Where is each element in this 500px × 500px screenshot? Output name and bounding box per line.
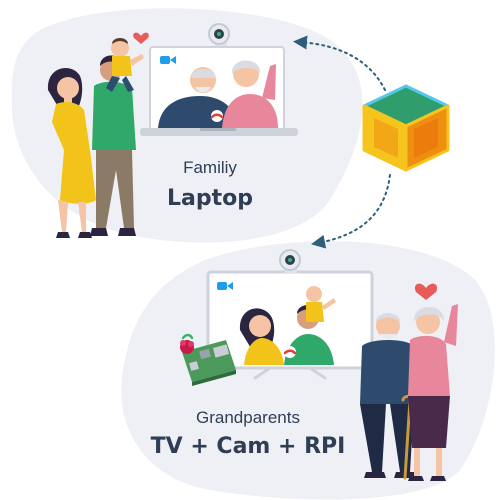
family-device-label: Laptop [167,186,253,211]
grandparents-caption: Grandparents [196,408,300,427]
grandparents-heart-icon [414,283,438,300]
family-caption: Familiy [183,158,237,177]
laptop-screen-grandparents [158,60,278,128]
tv-screen-family [239,286,336,365]
grandfather [360,313,416,480]
grandparents-device-label: TV + Cam + RPI [150,434,346,459]
family-child [106,38,144,92]
arrow-laptop-to-cube [293,35,386,91]
grandmother [408,304,458,481]
heart-icon [133,32,149,44]
family-mother [47,67,96,238]
tv-video-camera-icon [217,282,233,290]
tv-webcam-icon [279,249,301,273]
tv-hang-up-icon [283,346,297,358]
raspberry-pi-icon [180,333,236,386]
hang-up-icon [210,110,224,122]
arrow-cube-to-tv [311,174,391,249]
app-cube-logo [362,84,450,172]
video-camera-icon [160,56,176,64]
webcam-icon [208,23,230,46]
